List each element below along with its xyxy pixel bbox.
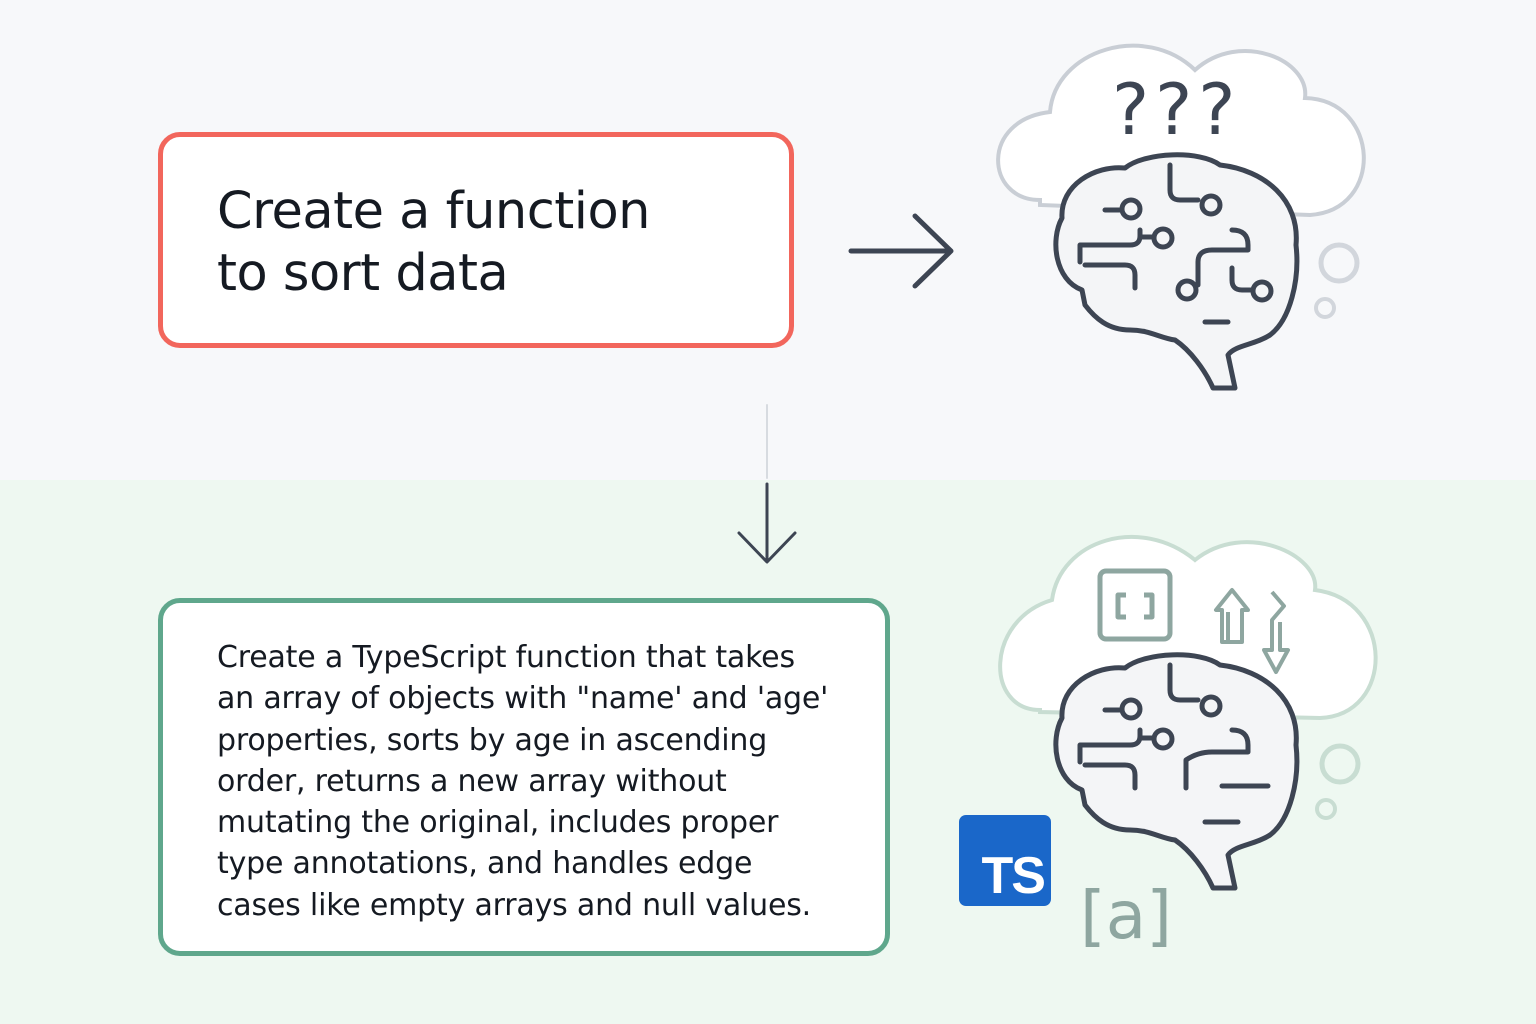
array-glyph-text: [a] bbox=[1080, 877, 1172, 954]
brain-circuit-icon bbox=[1053, 152, 1300, 391]
brain-circuit-icon bbox=[1053, 652, 1300, 891]
vague-prompt-line: to sort data bbox=[217, 244, 509, 303]
specific-prompt-line: order, returns a new array without bbox=[217, 763, 727, 799]
vague-prompt-text: Create a function to sort data bbox=[217, 181, 769, 305]
typescript-icon: TS bbox=[959, 815, 1051, 906]
specific-prompt-line: an array of objects with "name' and 'age… bbox=[217, 681, 829, 717]
vague-prompt-box: Create a function to sort data bbox=[158, 132, 794, 348]
typescript-badge-label: TS bbox=[981, 847, 1046, 905]
sort-arrows-icon bbox=[1214, 588, 1290, 674]
specific-prompt-line: properties, sorts by age in ascending bbox=[217, 722, 768, 758]
specific-prompt-line: cases like empty arrays and null values. bbox=[217, 887, 812, 923]
specific-prompt-box: Create a TypeScript function that takes … bbox=[158, 598, 890, 956]
arrow-down-icon bbox=[737, 404, 797, 564]
specific-prompt-text: Create a TypeScript function that takes … bbox=[217, 637, 865, 926]
question-marks-text: ??? bbox=[1112, 69, 1242, 151]
specific-prompt-line: type annotations, and handles edge bbox=[217, 846, 753, 882]
specific-prompt-line: Create a TypeScript function that takes bbox=[217, 640, 795, 675]
brackets-icon bbox=[1097, 568, 1173, 642]
arrow-right-icon bbox=[848, 213, 954, 289]
vague-prompt-line: Create a function bbox=[217, 182, 650, 241]
specific-prompt-line: mutating the original, includes proper bbox=[217, 805, 779, 841]
